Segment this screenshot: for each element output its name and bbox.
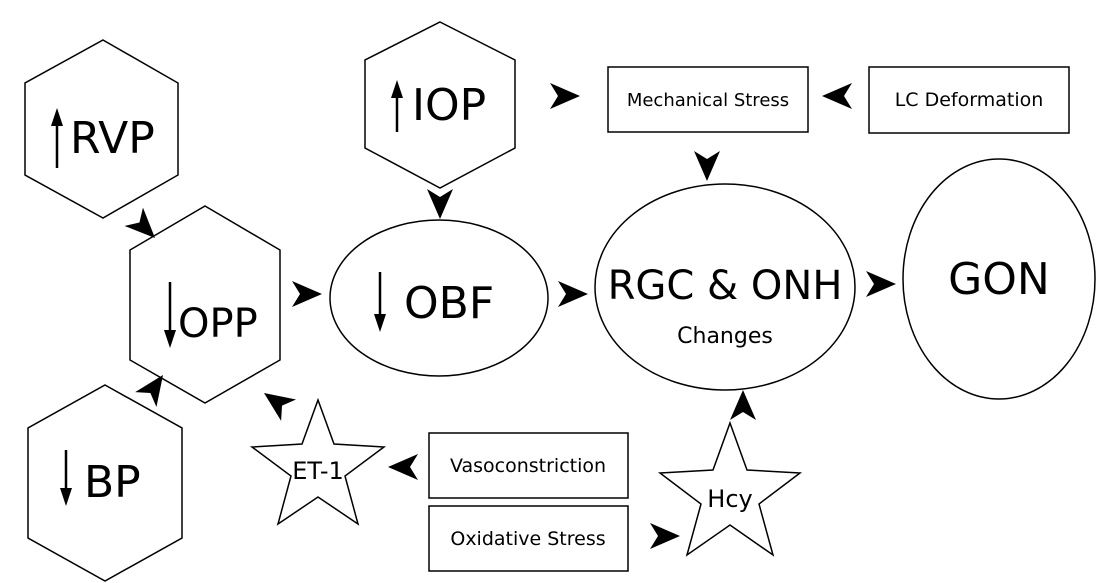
edge-mechanical-stress-rgc [694, 151, 720, 181]
node-mechanical-stress: Mechanical Stress [607, 66, 809, 133]
hcy-label: Hcy [707, 485, 752, 513]
edge-rgc-gon [866, 271, 896, 297]
node-bp: BP [27, 384, 183, 582]
node-obf: OBF [329, 219, 549, 377]
up-arrow-icon [51, 108, 63, 168]
node-lc-deformation: LC Deformation [868, 66, 1070, 134]
mechanical-stress-label: Mechanical Stress [627, 90, 789, 111]
bp-label: BP [84, 457, 141, 508]
node-et1: ET-1 [249, 397, 387, 526]
rgc-onh-ellipse [594, 183, 856, 391]
oxidative-stress-box [428, 505, 629, 572]
rgc-onh-sublabel: Changes [677, 324, 773, 349]
node-rgc-onh: RGC & ONH Changes [594, 183, 856, 391]
gon-ellipse [902, 158, 1096, 400]
bp-hexagon [27, 384, 183, 582]
node-hcy: Hcy [657, 420, 803, 557]
lc-deformation-label: LC Deformation [895, 89, 1044, 111]
node-iop: IOP [364, 21, 516, 189]
edge-iop-mechanical-stress [550, 83, 580, 109]
opp-label: OPP [178, 301, 258, 347]
node-vasoconstriction: Vasoconstriction [428, 432, 629, 499]
edge-oxidative-stress-hcy [650, 523, 680, 549]
et1-star [249, 397, 387, 526]
node-gon: GON [902, 158, 1096, 400]
edge-lc-mechanical-stress [822, 83, 852, 109]
et1-label: ET-1 [292, 457, 344, 485]
rvp-hexagon [24, 39, 179, 219]
up-arrow-icon [391, 80, 403, 132]
mechanical-stress-box [607, 66, 809, 133]
down-arrow-icon [374, 272, 386, 332]
edge-vasoconstriction-et1 [388, 454, 418, 480]
obf-label: OBF [404, 278, 494, 329]
edge-iop-obf [427, 189, 453, 219]
vasoconstriction-box [428, 432, 629, 499]
edge-et1-opp [256, 382, 297, 421]
vasoconstriction-label: Vasoconstriction [450, 455, 606, 477]
rvp-label: RVP [70, 113, 155, 164]
down-arrow-icon [164, 282, 176, 348]
opp-hexagon [129, 205, 281, 404]
edge-obf-rgc [558, 281, 588, 307]
node-rvp: RVP [24, 39, 179, 219]
iop-hexagon [364, 21, 516, 189]
iop-label: IOP [412, 80, 486, 131]
node-oxidative-stress: Oxidative Stress [428, 505, 629, 572]
edge-hcy-rgc [730, 390, 756, 420]
obf-ellipse [329, 219, 549, 377]
rgc-onh-label: RGC & ONH [608, 263, 843, 309]
gon-label: GON [948, 254, 1050, 305]
oxidative-stress-label: Oxidative Stress [450, 528, 605, 550]
node-opp: OPP [129, 205, 281, 404]
down-arrow-icon [60, 450, 72, 506]
lc-deformation-box [868, 66, 1070, 134]
hcy-star [657, 420, 803, 557]
edge-opp-obf [292, 281, 322, 307]
